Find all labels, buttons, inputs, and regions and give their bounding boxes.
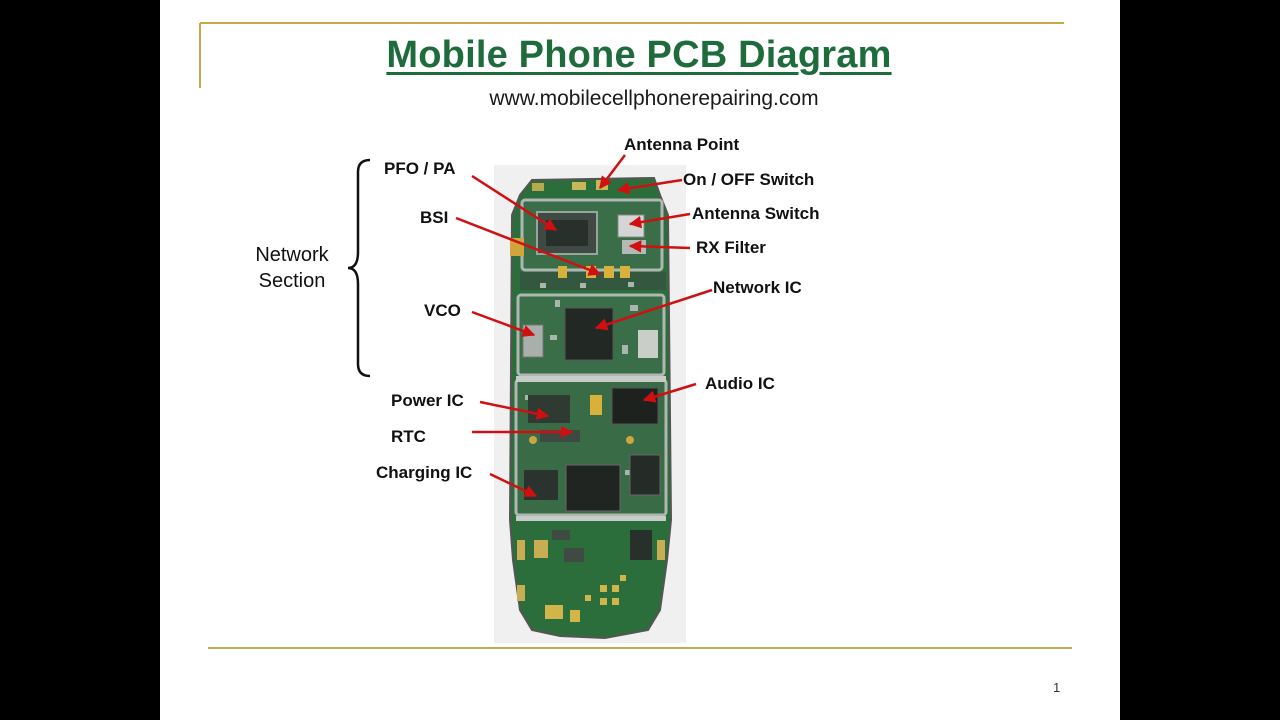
network-section-line1: Network bbox=[255, 244, 329, 266]
label-antenna-point: Antenna Point bbox=[624, 135, 740, 154]
pointer-lines bbox=[455, 154, 713, 498]
label-audio-ic: Audio IC bbox=[705, 374, 775, 393]
slide: Mobile Phone PCB Diagram www.mobilecellp… bbox=[160, 0, 1120, 720]
page-title: Mobile Phone PCB Diagram bbox=[386, 34, 892, 76]
network-section-label: Network Section bbox=[236, 242, 348, 294]
pointer-antenna-point bbox=[599, 154, 626, 189]
network-section-line2: Section bbox=[258, 270, 326, 292]
pcb-diagram-canvas bbox=[199, 22, 1072, 649]
label-pfo-pa: PFO / PA bbox=[384, 159, 456, 178]
label-antenna-switch: Antenna Switch bbox=[692, 204, 820, 223]
label-vco: VCO bbox=[424, 301, 461, 320]
network-section-brace bbox=[347, 158, 371, 378]
pcb-board bbox=[494, 165, 686, 643]
pointer-antenna-switch bbox=[628, 212, 691, 229]
pointer-network-ic bbox=[594, 288, 713, 331]
pointer-vco bbox=[471, 310, 536, 337]
page-number: 1 bbox=[1053, 680, 1061, 695]
label-rtc: RTC bbox=[391, 427, 426, 446]
website-url: www.mobilecellphonerepairing.com bbox=[489, 87, 819, 110]
label-charging-ic: Charging IC bbox=[376, 463, 473, 482]
pointer-audio-ic bbox=[642, 382, 697, 403]
label-network-ic: Network IC bbox=[713, 278, 802, 297]
label-power-ic: Power IC bbox=[391, 391, 464, 410]
pointer-on-off-switch bbox=[616, 178, 683, 195]
pointer-charging-ic bbox=[489, 472, 538, 498]
decorative-rules bbox=[199, 22, 1072, 649]
pointer-pfo-pa bbox=[471, 174, 558, 232]
label-bsi: BSI bbox=[420, 208, 449, 227]
label-rx-filter: RX Filter bbox=[696, 238, 766, 257]
pointer-power-ic bbox=[479, 400, 550, 420]
pointer-rx-filter bbox=[628, 240, 691, 253]
label-on-off-switch: On / OFF Switch bbox=[683, 170, 815, 189]
pointer-bsi bbox=[455, 216, 602, 276]
